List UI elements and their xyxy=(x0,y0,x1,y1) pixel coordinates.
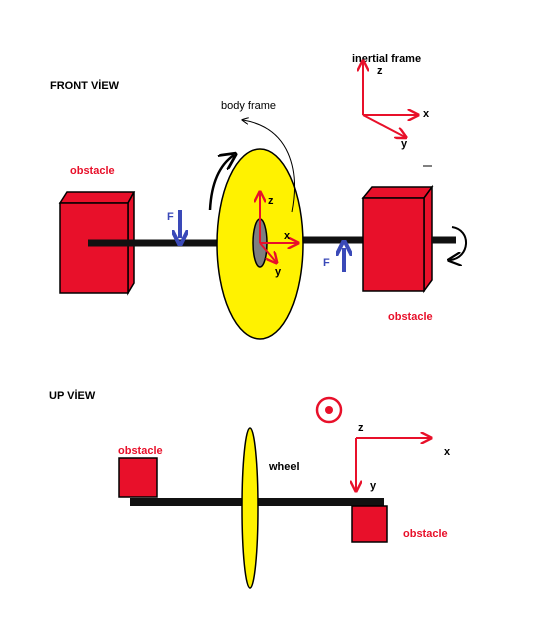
front-obstacle-left xyxy=(58,191,136,296)
inertial-x-label: x xyxy=(423,108,430,120)
up-obstacle-right-label: obstacle xyxy=(403,528,448,540)
inertial-frame: inertial frame z x y xyxy=(352,53,430,150)
inertial-y-label: y xyxy=(401,138,408,150)
up-z-label: z xyxy=(358,422,364,434)
up-view-title: UP VİEW xyxy=(49,389,96,402)
up-wheel-label: wheel xyxy=(268,461,300,473)
out-of-page-symbol xyxy=(315,396,343,424)
up-y-label: y xyxy=(370,480,377,492)
body-z-label: z xyxy=(268,195,274,207)
shaft-rotation-arrow xyxy=(450,226,467,260)
up-view-axes: z x y xyxy=(356,422,451,492)
front-view-title: FRONT VİEW xyxy=(50,79,120,92)
body-frame-label: body frame xyxy=(221,100,276,112)
inertial-z-label: z xyxy=(377,65,383,77)
force-left-label: F xyxy=(167,211,174,223)
body-frame-pointer xyxy=(243,120,295,213)
up-obstacle-left xyxy=(118,457,158,498)
wheel-rotation-arrow xyxy=(208,155,234,211)
up-obstacle-right xyxy=(351,505,388,543)
body-frame-axes: z x y xyxy=(260,193,297,278)
up-obstacle-left-label: obstacle xyxy=(118,445,163,457)
force-right-label: F xyxy=(323,257,330,269)
front-obstacle-right xyxy=(361,184,434,294)
inertial-y-axis xyxy=(362,114,405,137)
front-obstacle-left-label: obstacle xyxy=(70,165,115,177)
up-x-label: x xyxy=(444,446,451,458)
body-x-label: x xyxy=(284,230,291,242)
body-y-axis xyxy=(259,242,276,262)
inertial-frame-label: inertial frame xyxy=(352,53,421,65)
front-obstacle-right-label: obstacle xyxy=(388,311,433,323)
body-y-label: y xyxy=(275,266,282,278)
up-wheel xyxy=(241,427,259,589)
